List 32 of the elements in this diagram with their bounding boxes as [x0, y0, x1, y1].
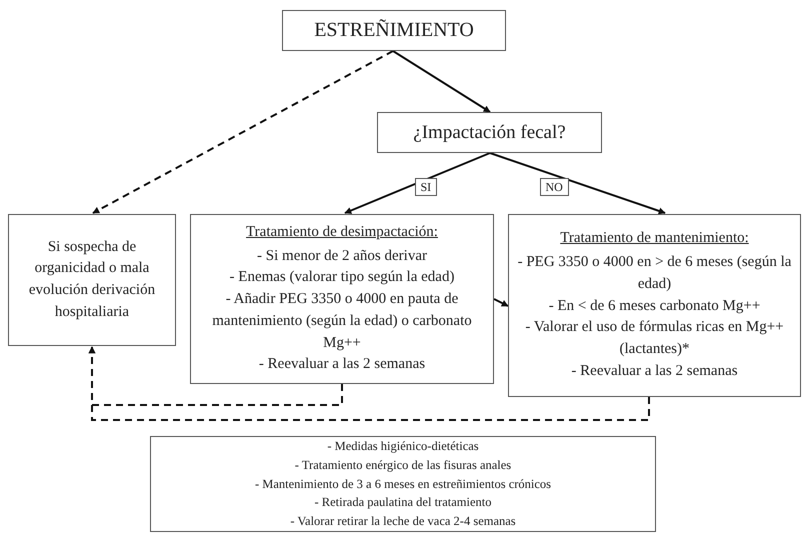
box-heading: Tratamiento de desimpactación: [246, 222, 438, 242]
bullet-item: - Reevaluar a las 2 semanas [258, 355, 426, 374]
bullet-item: - Si menor de 2 años derivar [257, 246, 427, 266]
recommendations-box [150, 436, 656, 532]
node-text: Si sospecha de organicidad o mala evolución derivación hospitaliaria [28, 238, 156, 322]
bullet-item: - Mantenimiento de 3 a 6 meses en estreñimientos crónicos [254, 476, 552, 493]
bullet-item: - Reevaluar a las 2 semanas [571, 362, 738, 381]
bullet-item: - Medidas higiénico-dietéticas [327, 438, 479, 456]
start-box [282, 10, 506, 51]
bullet-item: - Valorar el uso de fórmulas ricas en Mg++ (lactantes)* [524, 318, 785, 360]
arrow [392, 50, 491, 113]
decision-box [377, 112, 602, 153]
bullet-item: - Añadir PEG 3350 o 4000 en pauta de mantenimiento (según la edad) o carbonato Mg++ [211, 290, 473, 353]
bullet-item: - Valorar retirar la leche de vaca 2-4 semanas [290, 513, 516, 530]
dashed-arrow [88, 346, 650, 421]
bullet-item: - Retirada paulatina del tratamiento [314, 494, 492, 512]
edge-label: NO [540, 178, 569, 196]
dashed-arrow [92, 50, 394, 214]
node-text: ¿Impactación fecal? [413, 120, 566, 145]
bullet-item: - Tratamiento enérgico de las fisuras anales [294, 456, 512, 474]
bullet-item: - En < de 6 meses carbonato Mg++ [548, 296, 760, 316]
referral-box [8, 214, 176, 346]
arrow [344, 152, 490, 214]
node-text: ESTREÑIMIENTO [314, 18, 474, 43]
bullet-item: - PEG 3350 o 4000 en > de 6 meses (según la edad) [516, 253, 792, 294]
bullet-item: - Enemas (valorar tipo según la edad) [230, 268, 454, 288]
treatment-box [508, 214, 801, 397]
arrow [490, 152, 666, 214]
arrow [494, 298, 509, 307]
treatment-box [190, 214, 494, 384]
edge-label: SI [414, 178, 438, 196]
box-heading: Tratamiento de mantenimiento: [560, 229, 749, 248]
